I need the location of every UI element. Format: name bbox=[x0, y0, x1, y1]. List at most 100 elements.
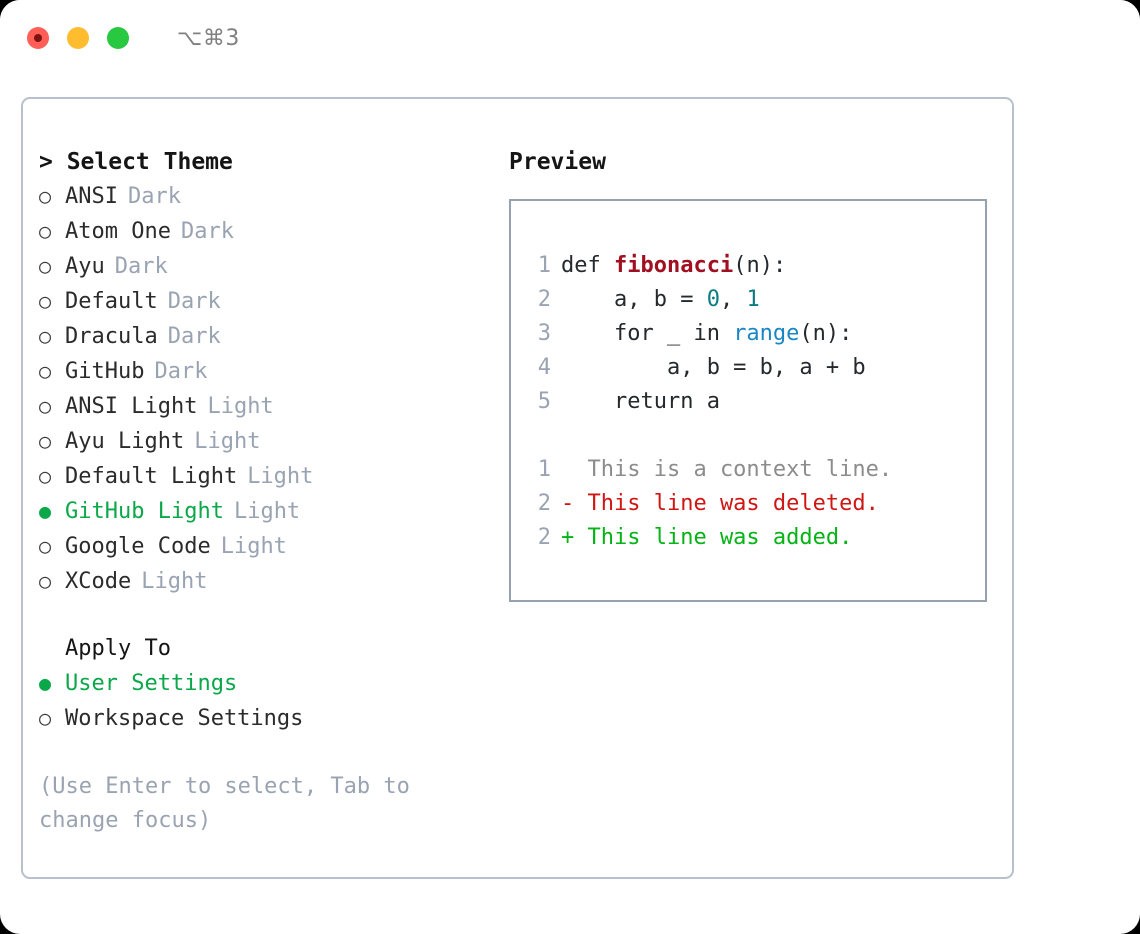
apply-to-marker-placeholder: ○ bbox=[39, 631, 65, 665]
apply-to-option-workspace-settings[interactable]: ○ Workspace Settings bbox=[39, 701, 509, 736]
theme-option-atom-one[interactable]: ○ Atom One Dark bbox=[39, 214, 509, 249]
theme-option-ansi[interactable]: ○ ANSI Dark bbox=[39, 179, 509, 214]
diff-line-del: 2 - This line was deleted. bbox=[525, 487, 985, 521]
theme-option-label: ANSI Light bbox=[65, 394, 198, 419]
radio-unselected-icon: ○ bbox=[39, 464, 52, 488]
diff-line-ctx: 1 This is a context line. bbox=[525, 453, 985, 487]
radio-unselected-icon: ○ bbox=[39, 219, 52, 243]
theme-option-label: Default bbox=[65, 289, 158, 314]
window-title: ⌥⌘3 bbox=[177, 25, 240, 51]
diff-line-number: 1 bbox=[537, 457, 551, 482]
radio-unselected-icon: ○ bbox=[39, 184, 52, 208]
radio-selected-icon: ● bbox=[39, 671, 52, 695]
list-spacer bbox=[39, 599, 509, 631]
diff-line-number: 2 bbox=[537, 491, 551, 516]
code-line-content: return a bbox=[561, 385, 720, 419]
select-theme-header: > Select Theme bbox=[39, 149, 233, 175]
minimize-button-icon[interactable] bbox=[67, 27, 89, 49]
theme-option-category-tag: Dark bbox=[167, 324, 221, 349]
traffic-lights bbox=[27, 27, 129, 49]
code-token-plain: , bbox=[719, 287, 747, 312]
code-token-plain: (n): bbox=[799, 321, 853, 346]
theme-option-category-tag: Light bbox=[233, 499, 301, 524]
code-line: 1 def fibonacci(n): bbox=[525, 249, 985, 283]
theme-option-category-tag: Dark bbox=[127, 184, 181, 209]
close-button-icon[interactable] bbox=[27, 27, 49, 49]
code-token-plain: a, b = bbox=[561, 287, 707, 312]
theme-option-ansi-light[interactable]: ○ ANSI Light Light bbox=[39, 389, 509, 424]
radio-unselected-icon: ○ bbox=[39, 534, 52, 558]
theme-option-label: Google Code bbox=[65, 534, 211, 559]
code-token-fn: fibonacci bbox=[613, 253, 734, 278]
theme-option-category-tag: Dark bbox=[180, 219, 234, 244]
radio-unselected-icon: ○ bbox=[39, 394, 52, 418]
code-line: 3 for _ in range(n): bbox=[525, 317, 985, 351]
theme-option-category-tag: Light bbox=[194, 429, 261, 454]
theme-option-ayu-light[interactable]: ○ Ayu Light Light bbox=[39, 424, 509, 459]
code-line-content: for _ in range(n): bbox=[561, 317, 852, 351]
code-token-num: 0 bbox=[706, 287, 720, 312]
code-line-number: 1 bbox=[537, 253, 551, 278]
theme-option-category-tag: Light bbox=[220, 534, 287, 559]
theme-option-category-tag: Light bbox=[141, 569, 208, 594]
diff-line-content: This is a context line. bbox=[561, 457, 893, 482]
theme-option-category-tag: Light bbox=[207, 394, 274, 419]
code-line-number: 2 bbox=[537, 287, 551, 312]
close-dot-icon bbox=[34, 34, 42, 42]
theme-option-category-tag: Light bbox=[247, 464, 314, 489]
code-token-plain: a, b = b, a + b bbox=[561, 355, 866, 380]
code-line-content: def fibonacci(n): bbox=[561, 249, 786, 283]
code-line-number: 5 bbox=[537, 389, 551, 414]
apply-to-header-row: ○ Apply To bbox=[39, 631, 509, 666]
theme-option-dracula[interactable]: ○ Dracula Dark bbox=[39, 319, 509, 354]
apply-to-option-label: Workspace Settings bbox=[65, 706, 304, 731]
code-token-kw: def bbox=[561, 253, 614, 278]
theme-option-label: XCode bbox=[65, 569, 132, 594]
apply-to-title: Apply To bbox=[65, 636, 171, 661]
theme-option-default-light[interactable]: ○ Default Light Light bbox=[39, 459, 509, 494]
code-line-number: 4 bbox=[537, 355, 551, 380]
diff-line-content: - This line was deleted. bbox=[561, 491, 879, 516]
radio-unselected-icon: ○ bbox=[39, 429, 52, 453]
code-token-plain: return a bbox=[561, 389, 720, 414]
code-line-content: a, b = 0, 1 bbox=[561, 283, 760, 317]
theme-option-category-tag: Dark bbox=[167, 289, 221, 314]
theme-option-label: Default Light bbox=[65, 464, 238, 489]
theme-option-label: GitHub Light bbox=[65, 499, 224, 524]
theme-option-label: Atom One bbox=[65, 219, 171, 244]
code-line: 4 a, b = b, a + b bbox=[525, 351, 985, 385]
code-line: 5 return a bbox=[525, 385, 985, 419]
maximize-button-icon[interactable] bbox=[107, 27, 129, 49]
apply-to-list[interactable]: ●User Settings ○ Workspace Settings bbox=[39, 666, 509, 736]
keyboard-hint-text: (Use Enter to select, Tab to change focu… bbox=[39, 774, 424, 833]
radio-unselected-icon: ○ bbox=[39, 324, 52, 348]
diff-line-add: 2+ This line was added. bbox=[525, 521, 985, 555]
preview-header: Preview bbox=[509, 149, 606, 175]
code-token-plain: (n): bbox=[733, 253, 787, 278]
code-line-content: a, b = b, a + b bbox=[561, 351, 866, 385]
radio-unselected-icon: ○ bbox=[39, 706, 52, 730]
code-token-plain: for _ in bbox=[561, 321, 734, 346]
hint-spacer bbox=[39, 736, 509, 770]
apply-to-option-user-settings[interactable]: ●User Settings bbox=[39, 666, 509, 701]
diff-sample: 1 This is a context line. 2 - This line wa… bbox=[525, 453, 985, 555]
diff-line-number: 2 bbox=[537, 525, 551, 550]
theme-option-label: Dracula bbox=[65, 324, 158, 349]
theme-option-label: ANSI bbox=[65, 184, 118, 209]
code-token-call: range bbox=[733, 321, 800, 346]
theme-option-category-tag: Dark bbox=[114, 254, 168, 279]
code-line-number: 3 bbox=[537, 321, 551, 346]
theme-option-google-code[interactable]: ○ Google Code Light bbox=[39, 529, 509, 564]
theme-option-label: Ayu Light bbox=[65, 429, 185, 454]
